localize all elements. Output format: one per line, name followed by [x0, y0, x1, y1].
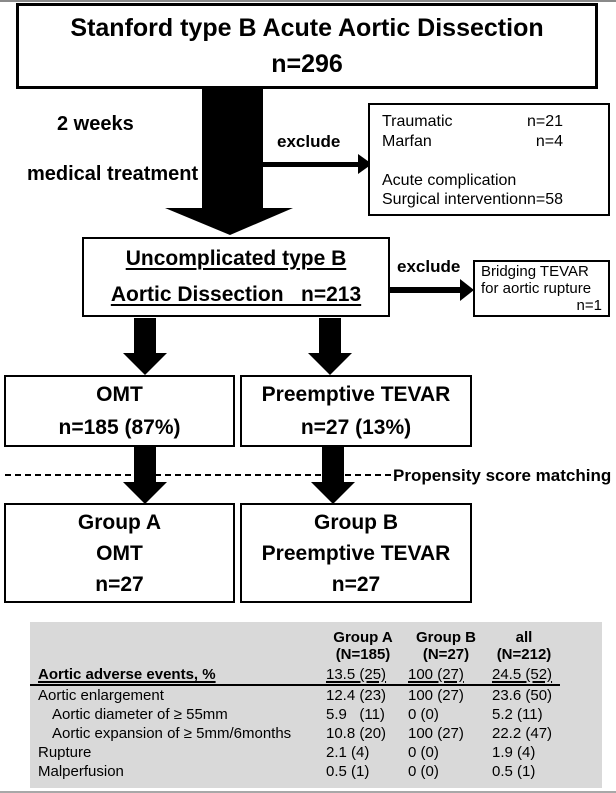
group-b-line1: Group B — [314, 510, 398, 534]
side-note-line2: medical treatment — [27, 163, 199, 185]
col-header-group-a: Group A (N=185) — [333, 629, 393, 663]
uncomplicated-dissection-box: Uncomplicated type B Aortic Dissection n… — [82, 237, 390, 317]
table-row: Rupture 2.1 (4) 0 (0) 1.9 (4) — [38, 744, 536, 761]
tevar-line1: Preemptive TEVAR — [261, 383, 451, 406]
tevar-line2: n=27 (13%) — [300, 416, 412, 439]
exclusion-row: Traumatic n=21 — [382, 112, 563, 132]
title-line1: Stanford type B Acute Aortic Dissection — [70, 14, 544, 42]
group-b-line2: Preemptive TEVAR — [261, 541, 451, 565]
exclusion-count: n=58 — [526, 191, 563, 208]
table-row: Malperfusion 0.5 (1) 0 (0) 0.5 (1) — [38, 763, 536, 780]
down-arrow-tevar-icon — [308, 318, 352, 375]
side-note-line1: 2 weeks — [57, 113, 134, 135]
results-table: Group A (N=185) Group B (N=27) all (N=21… — [30, 622, 602, 788]
exclude-right-arrow-1-icon — [263, 154, 372, 174]
group-a-line1: Group A — [77, 510, 162, 534]
exclusion-row: Acute complication — [382, 171, 563, 191]
bridging-line1: Bridging TEVAR — [481, 263, 589, 280]
omt-line1: OMT — [96, 383, 143, 406]
uncomplicated-line1: Uncomplicated type B — [125, 247, 347, 270]
exclusion-list-box: Traumatic n=21 Marfan n=4 Acute complica… — [368, 103, 610, 216]
figure-top-border — [0, 0, 616, 2]
group-a-box: Group A OMT n=27 — [4, 503, 235, 603]
group-b-line3: n=27 — [331, 572, 381, 596]
figure-bottom-border — [0, 791, 616, 793]
exclusion-row: Surgical intervention n=58 — [382, 190, 563, 210]
table-row: Aortic diameter of ≥ 55mm 5.9 (11) 0 (0)… — [52, 706, 543, 723]
propensity-matching-label: Propensity score matching — [393, 466, 612, 485]
exclude-label-1: exclude — [277, 132, 341, 151]
table-row: Aortic expansion of ≥ 5mm/6months 10.8 (… — [52, 725, 553, 742]
exclusion-name: Traumatic — [382, 113, 453, 130]
down-arrow-group-b-icon — [311, 447, 355, 504]
group-b-box: Group B Preemptive TEVAR n=27 — [240, 503, 472, 603]
big-down-arrow-icon — [165, 89, 293, 235]
table-header-row: Group A (N=185) Group B (N=27) all (N=21… — [30, 629, 560, 663]
exclusion-name: Acute complication — [382, 171, 517, 189]
bridging-line2: for aortic rupture — [481, 280, 592, 297]
title-box: Stanford type B Acute Aortic Dissection … — [16, 3, 598, 89]
exclusion-count: n=21 — [526, 113, 563, 130]
exclude-right-arrow-2-icon — [390, 279, 474, 301]
exclude-label-2: exclude — [397, 257, 461, 276]
bridging-count: n=1 — [576, 297, 602, 314]
exclusion-count: n=4 — [535, 132, 563, 150]
bridging-tevar-box: Bridging TEVAR for aortic rupture n=1 — [473, 260, 610, 317]
table-row: Aortic adverse events, % 13.5 (25) 100 (… — [30, 665, 560, 686]
col-header-group-b: Group B (N=27) — [416, 629, 476, 663]
group-a-line3: n=27 — [95, 572, 144, 596]
title-line2: n=296 — [271, 50, 343, 78]
exclusion-row: Marfan n=4 — [382, 132, 563, 152]
down-arrow-group-a-icon — [123, 447, 167, 504]
exclusion-name: Marfan — [382, 132, 432, 150]
preemptive-tevar-box: Preemptive TEVAR n=27 (13%) — [240, 375, 472, 447]
omt-box: OMT n=185 (87%) — [4, 375, 235, 447]
exclusion-name: Surgical intervention — [382, 191, 527, 208]
down-arrow-omt-icon — [123, 318, 167, 375]
col-header-all: all (N=212) — [496, 629, 552, 663]
table-row: Aortic enlargement 12.4 (23) 100 (27) 23… — [38, 687, 553, 704]
omt-line2: n=185 (87%) — [58, 416, 181, 439]
uncomplicated-line2: Aortic Dissection n=213 — [110, 283, 362, 306]
exclusion-row-spacer — [382, 151, 563, 171]
group-a-line2: OMT — [96, 541, 143, 565]
propensity-dashed-line — [5, 474, 391, 476]
